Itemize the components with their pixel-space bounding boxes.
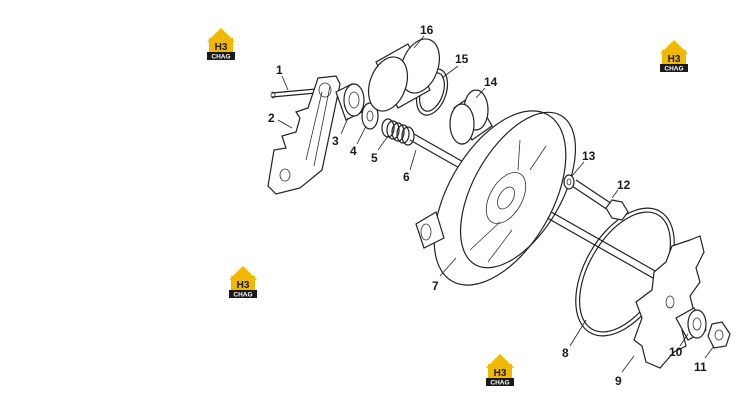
callout-11: 11 — [694, 360, 707, 374]
watermark-logo-2: H3 CHAG — [660, 40, 688, 73]
part-4-washer — [361, 102, 379, 130]
callout-6: 6 — [403, 170, 410, 184]
callout-3: 3 — [332, 134, 339, 148]
part-2-bracket — [267, 75, 341, 195]
callout-16: 16 — [420, 23, 434, 37]
watermark-brand-secondary: CHAG — [664, 66, 683, 73]
callout-10: 10 — [669, 345, 683, 359]
leader-lines — [277, 35, 715, 373]
callout-7: 7 — [432, 279, 439, 293]
part-14-bushing — [449, 89, 493, 145]
part-11-nut — [707, 321, 731, 349]
part-16-roller — [367, 38, 441, 112]
watermark-brand-primary: H3 — [494, 368, 507, 379]
watermark-logo-1: H3 CHAG — [207, 28, 235, 61]
callout-15: 15 — [455, 52, 469, 66]
part-13-washer — [563, 174, 575, 190]
callout-12: 12 — [617, 178, 631, 192]
part-12-bolt — [571, 179, 629, 221]
watermark-logo-4: H3 CHAG — [486, 354, 514, 387]
callout-13: 13 — [582, 149, 596, 163]
watermark-brand-secondary: CHAG — [490, 380, 509, 387]
callout-1: 1 — [276, 63, 283, 77]
callout-9: 9 — [615, 374, 622, 388]
part-3-sleeve — [335, 83, 365, 121]
watermark-brand-secondary: CHAG — [211, 54, 230, 61]
part-1-pin — [270, 88, 317, 99]
callout-5: 5 — [371, 151, 378, 165]
part-7-wheel — [415, 110, 577, 286]
callout-labels: 1 2 3 4 5 6 7 8 9 10 11 12 13 14 15 16 — [268, 23, 707, 388]
watermark-brand-secondary: CHAG — [233, 292, 252, 299]
callout-4: 4 — [350, 144, 357, 158]
part-10-housing — [675, 307, 707, 341]
callout-14: 14 — [484, 75, 498, 89]
watermark-brand-primary: H3 — [237, 280, 250, 291]
watermark-logo-3: H3 CHAG — [229, 266, 257, 299]
part-9-plate — [633, 235, 705, 369]
callout-8: 8 — [562, 346, 569, 360]
watermark-brand-primary: H3 — [668, 54, 681, 65]
callout-2: 2 — [268, 111, 275, 125]
watermark-brand-primary: H3 — [215, 42, 228, 53]
part-5-spring — [381, 118, 415, 146]
